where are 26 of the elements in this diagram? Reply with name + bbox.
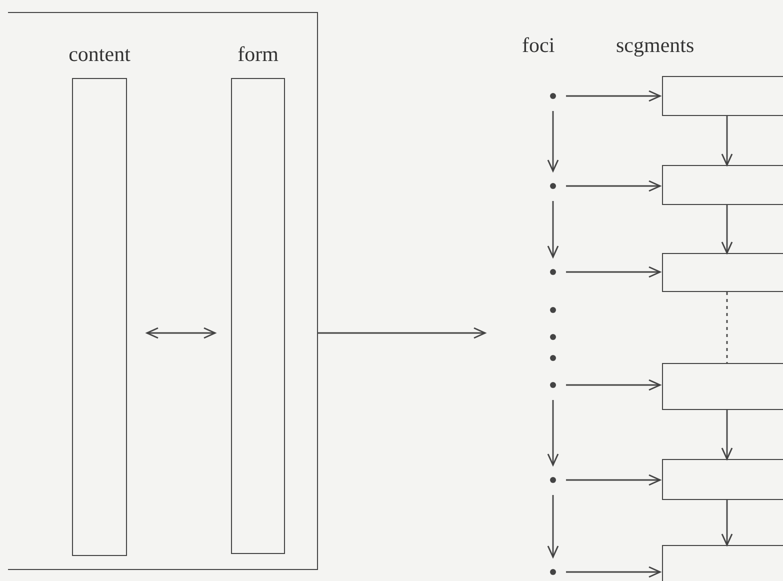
arrow: [566, 566, 661, 578]
arrow: [566, 90, 661, 102]
arrow: [547, 201, 559, 258]
arrow: [566, 379, 661, 391]
segment-box: [662, 363, 783, 410]
bracket: [8, 12, 318, 570]
column-heading: foci: [522, 32, 555, 59]
segment-box: [662, 459, 783, 500]
segment-box: [662, 76, 783, 116]
arrow: [547, 495, 559, 558]
arrow: [721, 410, 733, 460]
column-heading: form: [238, 41, 278, 68]
arrow: [566, 180, 661, 192]
arrow: [566, 266, 661, 278]
segment-box: [662, 253, 783, 292]
arrow: [547, 111, 559, 172]
column-heading: scgments: [616, 32, 694, 59]
arrow: [547, 400, 559, 466]
segment-box: [662, 165, 783, 205]
arrow: [721, 500, 733, 546]
arrow: [721, 205, 733, 254]
arrow: [318, 327, 486, 339]
arrow: [146, 327, 216, 339]
arrow: [566, 474, 661, 486]
column-heading: content: [68, 41, 130, 68]
arrow: [721, 116, 733, 166]
